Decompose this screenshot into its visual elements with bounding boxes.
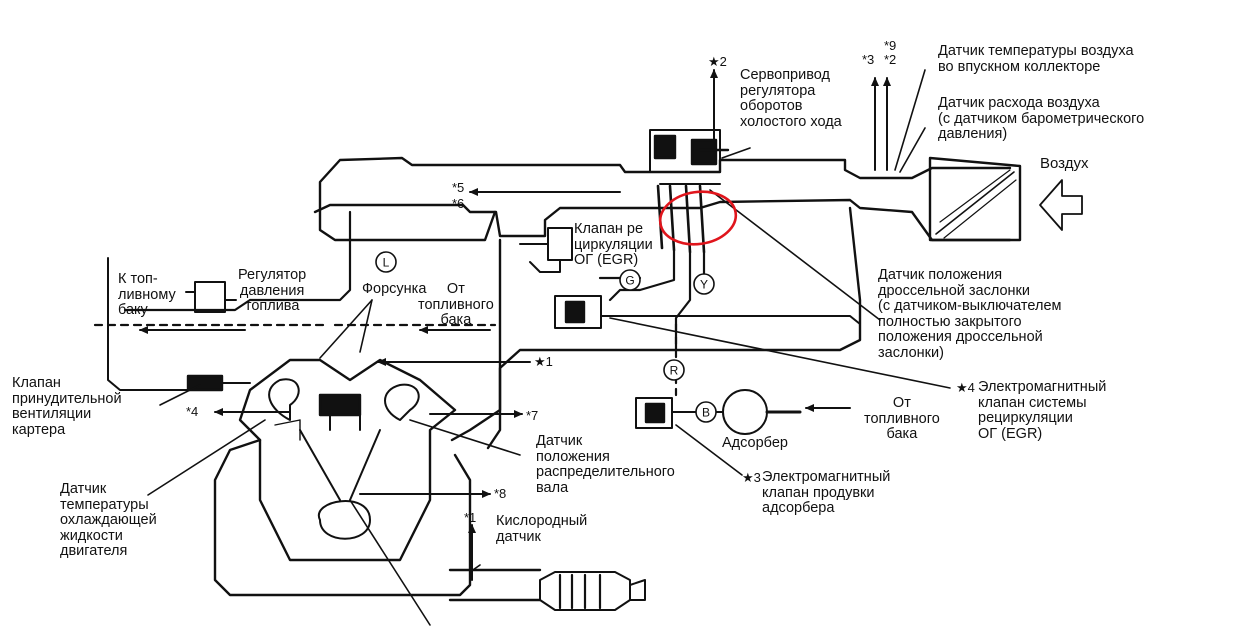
air-arrow-icon <box>1039 179 1083 231</box>
cam-sensor-label: Датчик положения распределительного вала <box>536 433 675 496</box>
egr-valve <box>547 227 573 261</box>
wire-r-letter: R <box>670 364 679 378</box>
wire-y-circle <box>693 273 715 295</box>
highlight-ring <box>658 190 738 246</box>
marker-1: *1 <box>464 510 477 525</box>
marker-7: *7 <box>526 408 539 423</box>
purge-solenoid-label: Электромагнитный клапан продувки адсорбе… <box>762 469 891 516</box>
pcv-valve-label: Клапан принудительной вентиляции картера <box>12 375 122 438</box>
adsorber <box>722 389 768 435</box>
tps-sensor-label: Датчик положения дроссельной заслонки (с… <box>878 267 1062 361</box>
fuel-from-tank-label: От топливного бака <box>418 281 494 328</box>
fuel-from-tank-2-label: От топливного бака <box>864 395 940 442</box>
wire-b-letter: B <box>702 406 710 420</box>
fuel-pressure-regulator <box>194 281 226 313</box>
iac-servo-label: Сервопривод регулятора оборотов холостог… <box>740 67 842 130</box>
marker-8: *8 <box>494 486 507 501</box>
maf-sensor-label: Датчик расхода воздуха (с датчиком баром… <box>938 95 1145 142</box>
wire-g-letter: G <box>625 274 634 288</box>
marker-star-1: ★1 <box>534 354 553 369</box>
marker-5: *5 <box>452 180 465 195</box>
intake-duct <box>318 156 1012 242</box>
iat-sensor-label: Датчик температуры воздуха во впускном к… <box>938 43 1134 75</box>
wire-b-circle <box>695 401 717 423</box>
air-label: Воздух <box>1040 155 1089 172</box>
wire-y-letter: Y <box>700 278 708 292</box>
marker-4: *4 <box>186 404 199 419</box>
marker-star-4: ★4 <box>956 380 975 395</box>
marker-2: *2 <box>884 52 897 67</box>
wire-l-circle <box>375 251 397 273</box>
pressure-regulator-label: Регулятор давления топлива <box>238 267 307 314</box>
fuel-return-line <box>123 210 352 312</box>
marker-6: *6 <box>452 196 465 211</box>
wire-g-circle <box>619 269 641 291</box>
fuel-to-tank-label: К топ- ливному баку <box>118 271 176 318</box>
egr-valve-label: Клапан ре циркуляции ОГ (EGR) <box>574 221 653 268</box>
injector-label: Форсунка <box>362 281 427 297</box>
adsorber-label: Адсорбер <box>722 435 788 451</box>
marker-9: *9 <box>884 38 897 53</box>
o2-sensor-label: Кислородный датчик <box>496 513 588 545</box>
egr-solenoid <box>554 295 602 329</box>
intake-duct-lower <box>313 198 1012 242</box>
ect-sensor-label: Датчик температуры охлаждающей жидкости … <box>60 481 157 559</box>
wire-l-letter: L <box>383 256 390 270</box>
engine-block <box>238 358 457 562</box>
air-filter <box>928 156 1022 242</box>
wire-r-circle <box>663 359 685 381</box>
marker-star-2: ★2 <box>708 54 727 69</box>
egr-solenoid-label: Электромагнитный клапан системы рециркул… <box>978 379 1107 442</box>
marker-star-3: ★3 <box>742 470 761 485</box>
marker-3: *3 <box>862 52 875 67</box>
